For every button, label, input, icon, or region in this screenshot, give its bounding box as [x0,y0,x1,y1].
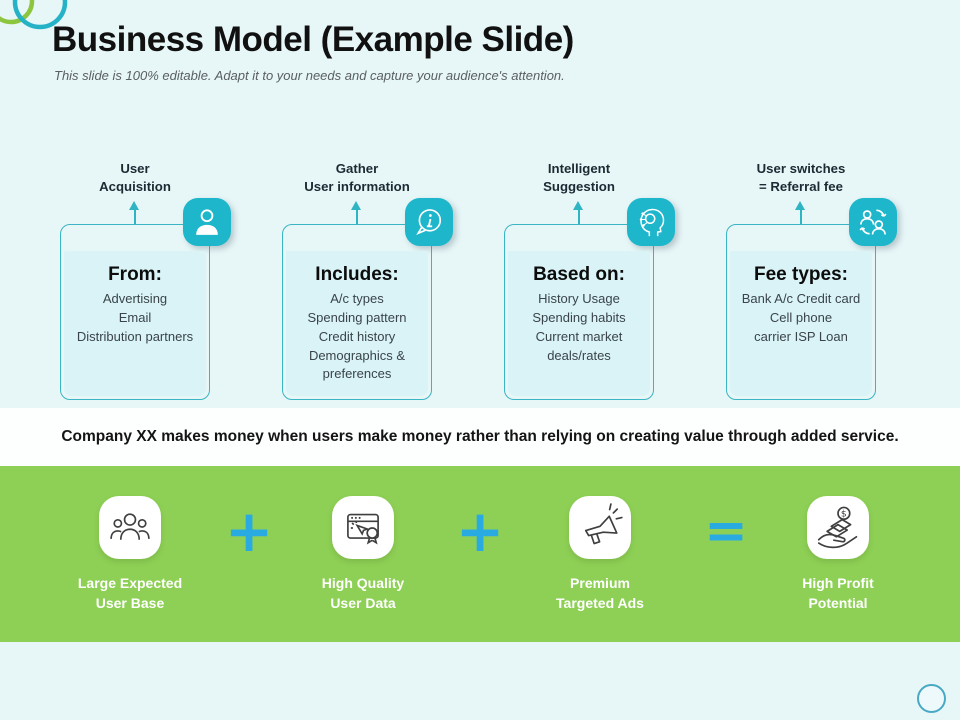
formula-item-label: Premium Targeted Ads [556,575,644,611]
card-body-text: Bank A/c Credit card Cell phone carrier … [741,291,861,344]
key-message-banner: Company XX makes money when users make m… [0,408,960,466]
card-body-area: From: Advertising Email Distribution par… [64,251,206,396]
column-header: User Acquisition [99,161,171,194]
megaphone-icon [569,496,631,559]
decorative-circles [0,0,68,30]
card-user-switches: Fee types: Bank A/c Credit card Cell pho… [726,198,897,400]
card-heading: Fee types: [754,264,848,285]
user-group-icon [99,496,161,559]
card-heading: Based on: [533,264,625,285]
info-bubble-icon [405,198,453,246]
svg-text:$: $ [841,508,847,519]
formula-item-user-data: High Quality User Data [273,496,453,613]
formula-item-label: High Profit Potential [802,575,874,611]
up-arrow-icon [573,201,583,210]
card-user-acquisition: From: Advertising Email Distribution par… [60,198,231,400]
card-body-text: Advertising Email Distribution partners [76,291,194,344]
plus-operator: + [224,497,274,565]
equals-operator: = [704,501,748,561]
ai-head-icon [627,198,675,246]
column-user-switches: User switches = Referral fee Fee types: … [726,160,897,400]
up-arrow-icon [795,201,805,210]
formula-item-label: High Quality User Data [321,575,405,611]
user-icon [183,198,231,246]
formula-item-targeted-ads: Premium Targeted Ads [510,496,690,613]
arrow-line [356,209,358,224]
card-body-area: Includes: A/c types Spending pattern Cre… [286,251,428,396]
decorative-circle [917,684,946,713]
up-arrow-icon [351,201,361,210]
column-header: Gather User information [304,161,410,194]
up-arrow-icon [129,201,139,210]
page-subtitle: This slide is 100% editable. Adapt it to… [54,68,565,83]
browser-award-icon [332,496,394,559]
card-body-area: Based on: History Usage Spending habits … [508,251,650,396]
card-gather-information: Includes: A/c types Spending pattern Cre… [282,198,453,400]
column-header: User switches = Referral fee [756,161,846,194]
arrow-line [800,209,802,224]
card-heading: From: [108,264,162,285]
card-intelligent-suggestion: Based on: History Usage Spending habits … [504,198,675,400]
card-body-text: History Usage Spending habits Current ma… [532,291,626,363]
formula-item-user-base: Large Expected User Base [40,496,220,613]
formula-item-label: Large Expected User Base [77,575,183,611]
plus-operator: + [455,497,505,565]
money-hand-icon: $ [807,496,869,559]
formula-item-profit: $ High Profit Potential [748,496,928,613]
arrow-line [578,209,580,224]
card-body-area: Fee types: Bank A/c Credit card Cell pho… [730,251,872,396]
key-message-text: Company XX makes money when users make m… [61,428,899,445]
arrow-line [134,209,136,224]
column-gather-information: Gather User information Includes: A/c ty… [282,160,453,400]
user-switch-icon [849,198,897,246]
column-header: Intelligent Suggestion [543,161,615,194]
card-heading: Includes: [315,264,399,285]
column-intelligent-suggestion: Intelligent Suggestion Based on: History… [504,160,675,400]
card-body-text: A/c types Spending pattern Credit histor… [307,291,407,382]
page-title: Business Model (Example Slide) [52,20,574,59]
column-user-acquisition: User Acquisition From: Advertising Email… [60,160,231,400]
formula-band: Large Expected User Base + High Quality … [0,466,960,642]
